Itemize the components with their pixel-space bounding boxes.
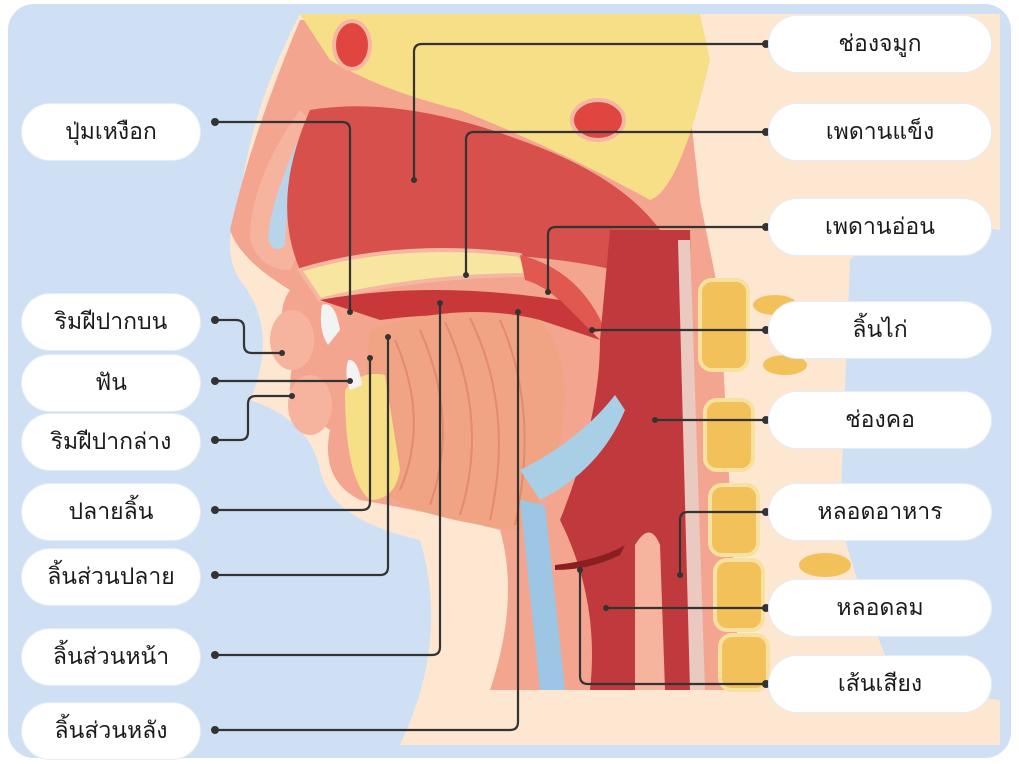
label-pharynx: ช่องคอ [769, 392, 991, 448]
label-tongue-blade: ลิ้นส่วนปลาย [22, 549, 200, 605]
label-teeth: ฟัน [22, 355, 200, 411]
spinous-process-2 [763, 355, 807, 375]
label-tongue-front: ลิ้นส่วนหน้า [22, 629, 200, 685]
label-trachea: หลอดลม [769, 580, 991, 636]
label-alveolar-ridge: ปุ่มเหงือก [22, 104, 200, 160]
label-hard-palate: เพดานแข็ง [769, 104, 991, 160]
label-upper-lip: ริมฝีปากบน [22, 294, 200, 350]
label-tongue-tip: ปลายลิ้น [22, 484, 200, 540]
label-lower-lip: ริมฝีปากล่าง [22, 414, 200, 470]
upper-lip [270, 310, 314, 370]
label-esophagus: หลอดอาหาร [769, 484, 991, 540]
frontal-sinus [334, 21, 370, 69]
label-soft-palate: เพดานอ่อน [769, 199, 991, 255]
spinous-process-3 [799, 553, 851, 577]
lower-lip [288, 375, 332, 435]
label-vocal-cords: เส้นเสียง [769, 656, 991, 712]
label-tongue-back: ลิ้นส่วนหลัง [22, 703, 200, 759]
sphenoid-sinus [572, 100, 624, 140]
label-nasal-cavity: ช่องจมูก [769, 16, 991, 72]
label-uvula: ลิ้นไก่ [769, 302, 991, 358]
